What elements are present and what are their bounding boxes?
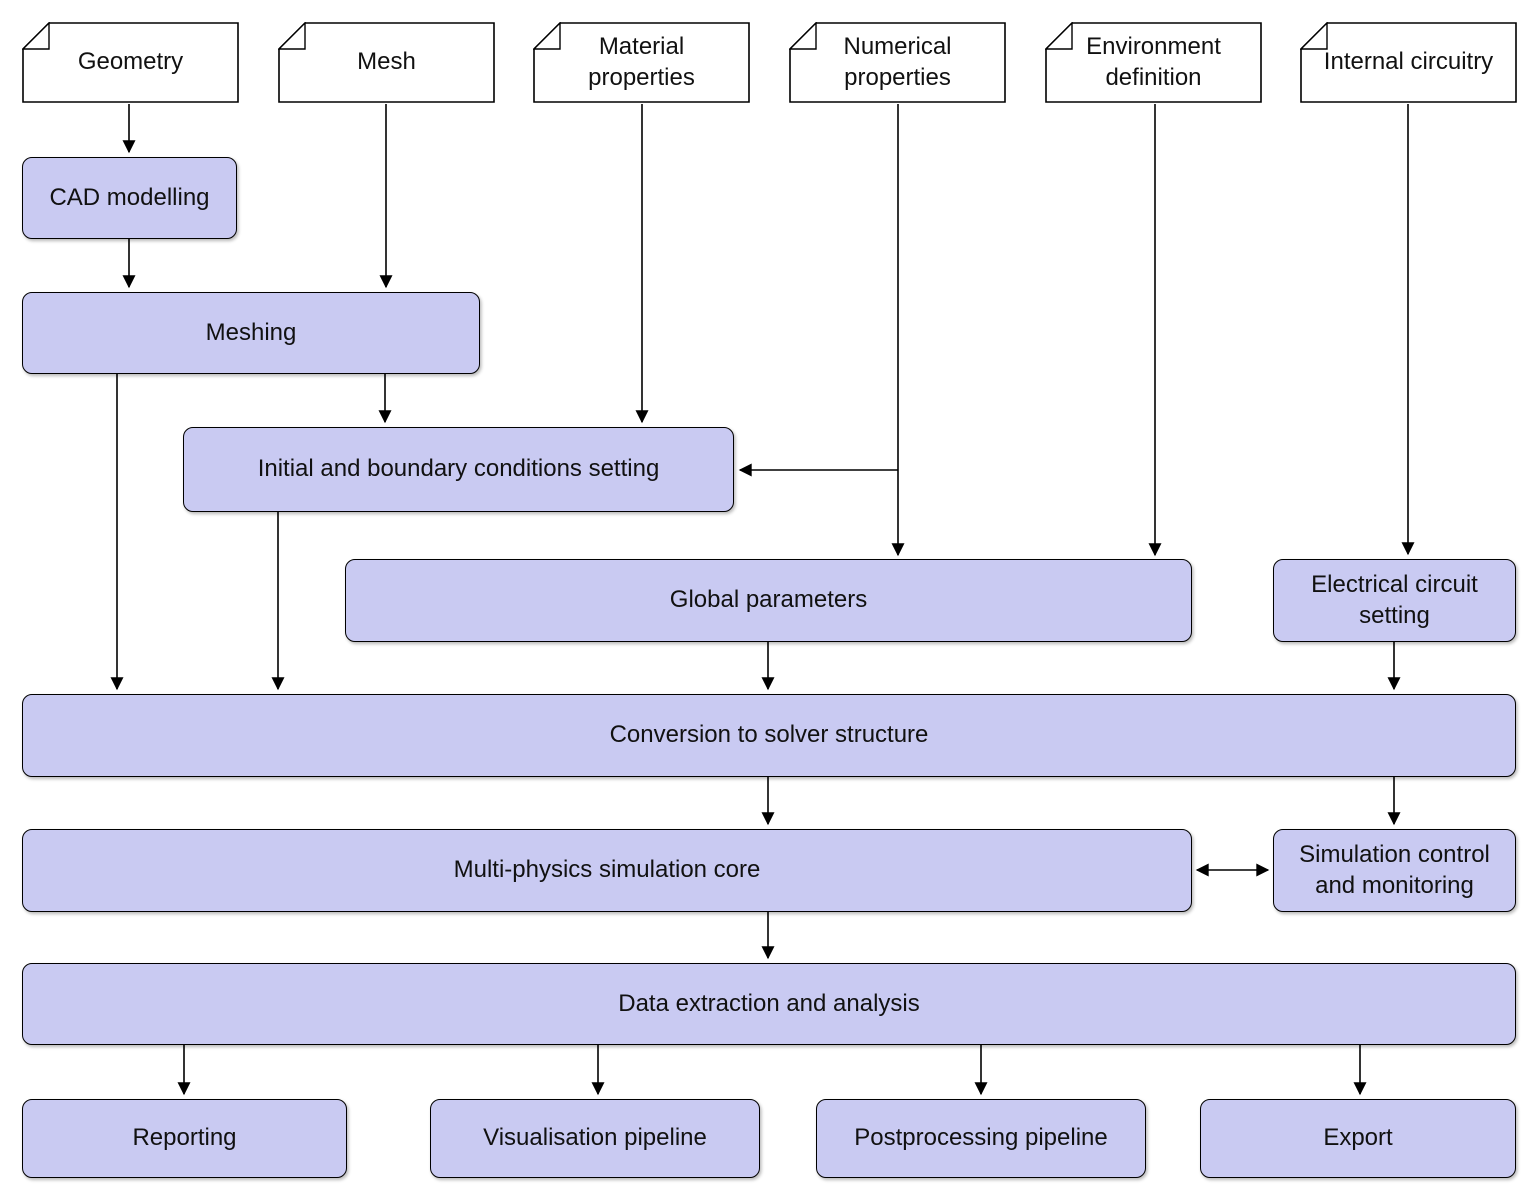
process-label-initial-boundary: Initial and boundary conditions setting: [257, 455, 660, 483]
doc-label-environment-definition: Environment definition: [1086, 33, 1221, 91]
doc-node-material-properties: Material properties: [533, 22, 750, 103]
process-node-export: Export: [1200, 1099, 1516, 1178]
process-node-simulation-core: Multi-physics simulation core: [22, 829, 1192, 912]
process-node-data-extraction: Data extraction and analysis: [22, 963, 1516, 1045]
process-label-data-extraction: Data extraction and analysis: [618, 989, 920, 1017]
process-node-visualisation: Visualisation pipeline: [430, 1099, 760, 1178]
folded-corner-icon: [789, 22, 817, 50]
document-shape-icon: [789, 22, 1006, 103]
process-label-simulation-control: Simulation control and monitoring: [1299, 841, 1490, 899]
doc-node-mesh: Mesh: [278, 22, 495, 103]
process-node-cad-modelling: CAD modelling: [22, 157, 237, 239]
process-node-simulation-control: Simulation control and monitoring: [1273, 829, 1516, 912]
doc-node-environment-definition: Environment definition: [1045, 22, 1262, 103]
folded-corner-icon: [1300, 22, 1328, 50]
document-shape-icon: [1300, 22, 1517, 103]
process-label-electrical-circuit: Electrical circuit setting: [1311, 571, 1478, 629]
doc-label-material-properties: Material properties: [588, 33, 695, 91]
document-shape-icon: [278, 22, 495, 103]
process-label-global-parameters: Global parameters: [669, 586, 868, 614]
process-node-conversion: Conversion to solver structure: [22, 694, 1516, 777]
doc-node-numerical-properties: Numerical properties: [789, 22, 1006, 103]
folded-corner-icon: [22, 22, 50, 50]
process-node-global-parameters: Global parameters: [345, 559, 1192, 642]
doc-label-numerical-properties: Numerical properties: [843, 33, 952, 91]
process-node-reporting: Reporting: [22, 1099, 347, 1178]
document-shape-icon: [533, 22, 750, 103]
process-node-meshing: Meshing: [22, 292, 480, 374]
process-label-simulation-core: Multi-physics simulation core: [453, 856, 761, 884]
process-node-initial-boundary: Initial and boundary conditions setting: [183, 427, 734, 512]
folded-corner-icon: [1045, 22, 1073, 50]
doc-node-internal-circuitry: Internal circuitry: [1300, 22, 1517, 103]
process-label-postprocessing: Postprocessing pipeline: [854, 1124, 1108, 1152]
process-label-cad-modelling: CAD modelling: [49, 183, 210, 211]
process-label-meshing: Meshing: [205, 318, 297, 346]
doc-node-geometry: Geometry: [22, 22, 239, 103]
doc-label-internal-circuitry: Internal circuitry: [1323, 48, 1494, 76]
process-label-export: Export: [1323, 1124, 1393, 1152]
document-shape-icon: [1045, 22, 1262, 103]
process-node-electrical-circuit: Electrical circuit setting: [1273, 559, 1516, 642]
doc-label-mesh: Mesh: [357, 48, 416, 76]
doc-label-geometry: Geometry: [77, 48, 184, 76]
process-node-postprocessing: Postprocessing pipeline: [816, 1099, 1146, 1178]
document-shape-icon: [22, 22, 239, 103]
process-label-conversion: Conversion to solver structure: [609, 721, 929, 749]
process-label-reporting: Reporting: [132, 1124, 237, 1152]
folded-corner-icon: [278, 22, 306, 50]
folded-corner-icon: [533, 22, 561, 50]
process-label-visualisation: Visualisation pipeline: [483, 1124, 707, 1152]
